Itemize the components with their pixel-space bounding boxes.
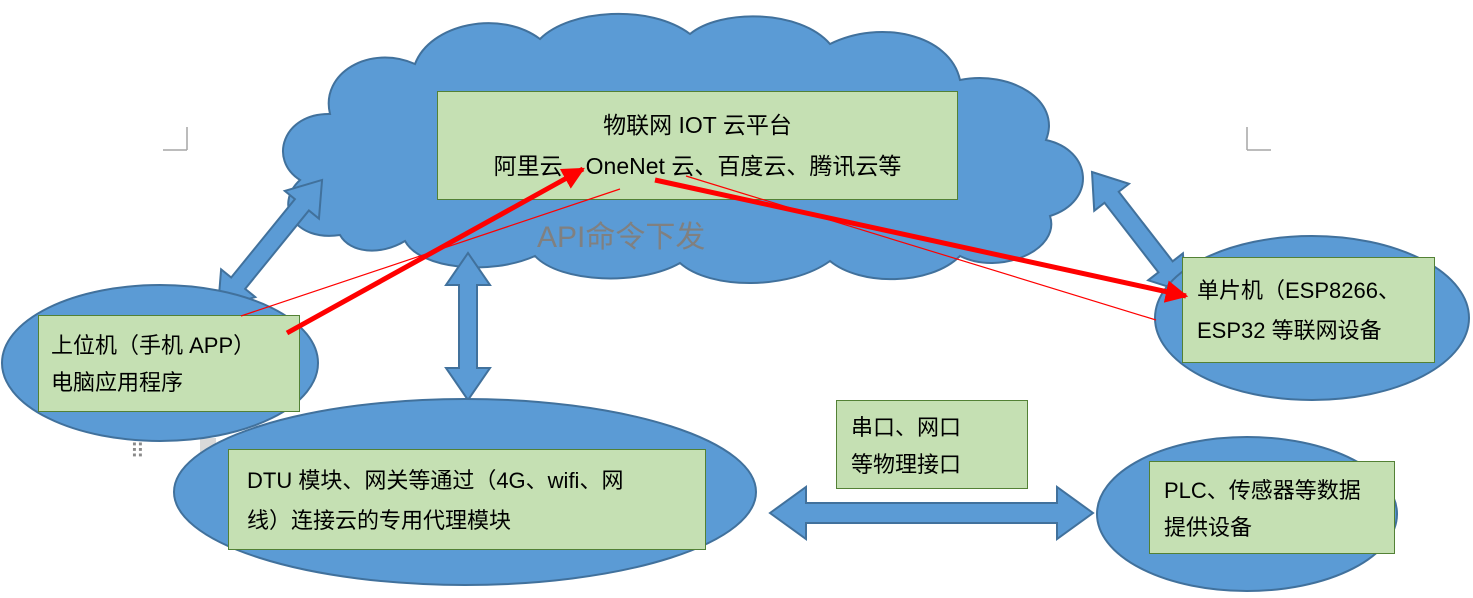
host-app-line2: 电脑应用程序 [51,370,184,395]
dtu-line2: 线）连接云的专用代理模块 [247,508,512,533]
mcu-line2: ESP32 等联网设备 [1197,318,1382,343]
dtu-line1: DTU 模块、网关等通过（4G、wifi、网 [247,468,624,493]
plc-box: PLC、传感器等数据 提供设备 [1149,461,1395,554]
arrow-dtu-cloud [444,251,492,402]
mcu-line1: 单片机（ESP8266、 [1197,278,1400,303]
host-app-line1: 上位机（手机 APP） [51,333,256,358]
drag-handle-icon[interactable]: ⠿ [130,441,145,463]
page-corner-mark-left [163,127,188,151]
dtu-box: DTU 模块、网关等通过（4G、wifi、网 线）连接云的专用代理模块 [228,449,706,550]
host-app-box: 上位机（手机 APP） 电脑应用程序 [38,315,300,412]
api-command-label: API命令下发 [537,221,706,254]
cloud-platform-title: 物联网 IOT 云平台 [603,112,792,138]
cloud-platform-box: 物联网 IOT 云平台 阿里云、OneNet 云、百度云、腾讯云等 [437,91,958,200]
mcu-box: 单片机（ESP8266、 ESP32 等联网设备 [1182,257,1435,363]
page-corner-mark-right [1246,127,1271,151]
physical-interface-box: 串口、网口 等物理接口 [836,400,1028,489]
cloud-platform-vendors: 阿里云、OneNet 云、百度云、腾讯云等 [493,153,902,179]
arrow-dtu-plc [768,485,1095,541]
plc-line1: PLC、传感器等数据 [1164,478,1361,503]
physical-interface-line2: 等物理接口 [851,452,962,477]
plc-line2: 提供设备 [1164,515,1253,540]
physical-interface-line1: 串口、网口 [851,415,962,440]
